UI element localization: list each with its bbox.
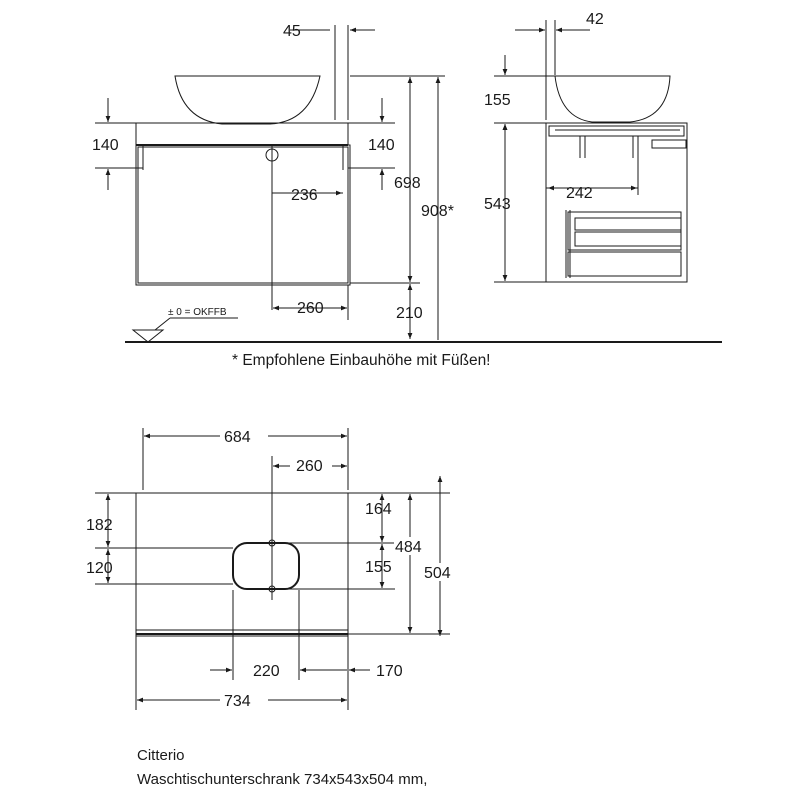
dim-140-right: 140: [368, 137, 395, 154]
dim-260-top: 260: [296, 458, 323, 475]
installation-note: * Empfohlene Einbauhöhe mit Füßen!: [232, 352, 491, 369]
front-view: 45 140 140 698 908* 236 260 210: [92, 23, 454, 343]
dim-155-side: 155: [484, 92, 511, 109]
dim-155-top: 155: [365, 559, 392, 576]
dim-734: 734: [224, 693, 251, 710]
front-basin: [174, 75, 321, 125]
side-drawer-lower: [567, 251, 682, 277]
top-basin-cutout: [232, 542, 300, 590]
front-countertop: [135, 122, 349, 146]
dim-42: 42: [586, 11, 604, 28]
dim-484: 484: [395, 539, 422, 556]
dim-164: 164: [365, 501, 392, 518]
dim-684: 684: [224, 429, 251, 446]
side-cabinet: [545, 122, 688, 283]
floor-label: ± 0 = OKFFB: [168, 307, 227, 318]
dim-504: 504: [424, 565, 451, 582]
dim-260-front: 260: [297, 300, 324, 317]
dim-908: 908*: [421, 203, 454, 220]
side-drawer-upper: [567, 211, 682, 251]
floor-symbol-icon: [131, 329, 165, 343]
dim-698: 698: [394, 175, 421, 192]
caption-title: Citterio: [137, 747, 185, 764]
dim-140-left: 140: [92, 137, 119, 154]
side-view: 42 155 543 242: [484, 11, 688, 283]
dim-45: 45: [283, 23, 301, 40]
side-basin: [554, 75, 671, 123]
dim-120: 120: [86, 560, 113, 577]
dim-220: 220: [253, 663, 280, 680]
caption-description: Waschtischunterschrank 734x543x504 mm,: [137, 771, 428, 788]
top-cabinet: [135, 492, 349, 637]
front-cabinet: [137, 146, 349, 284]
dim-242: 242: [566, 185, 593, 202]
dim-543: 543: [484, 196, 511, 213]
dim-182: 182: [86, 517, 113, 534]
top-view: 684 260 182 120 164 155 484 504: [86, 426, 458, 710]
dim-170: 170: [376, 663, 403, 680]
dim-210: 210: [396, 305, 423, 322]
dim-236: 236: [291, 187, 318, 204]
